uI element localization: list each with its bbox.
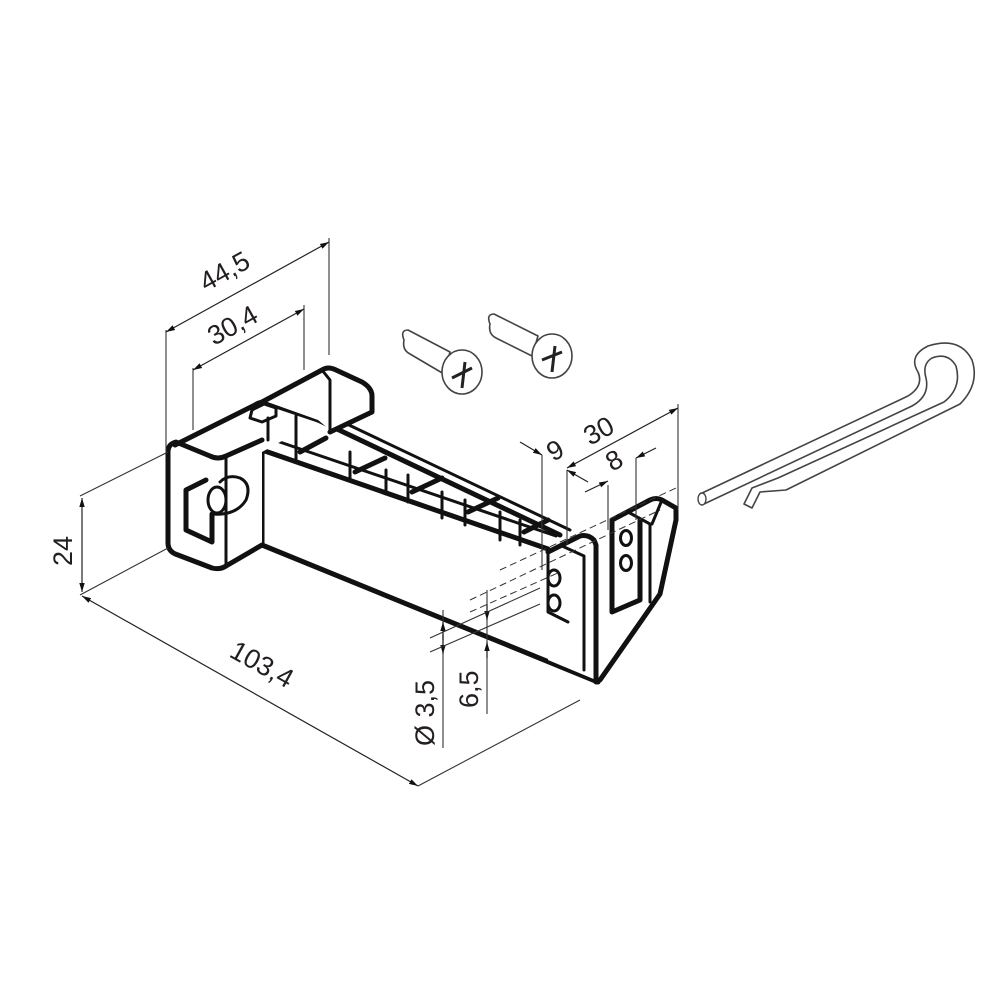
- split-pin: [697, 342, 976, 509]
- bracket: [165, 365, 679, 685]
- left-end-block: [165, 365, 375, 572]
- dim-end-offset: 9: [541, 434, 569, 468]
- dim-hole-spacing: 6,5: [454, 670, 484, 708]
- dim-overall-width: 44,5: [194, 246, 255, 298]
- screw-1: [401, 329, 483, 395]
- ladder-rungs: [294, 435, 551, 547]
- screw-2: [487, 313, 573, 379]
- right-end-block: [545, 496, 679, 685]
- dim-height: 24: [48, 536, 78, 566]
- dimension-lines: [79, 238, 679, 787]
- dim-hole-diameter: Ø 3,5: [410, 680, 440, 746]
- dim-slot-width: 8: [600, 444, 628, 478]
- dim-length: 103,4: [225, 635, 299, 694]
